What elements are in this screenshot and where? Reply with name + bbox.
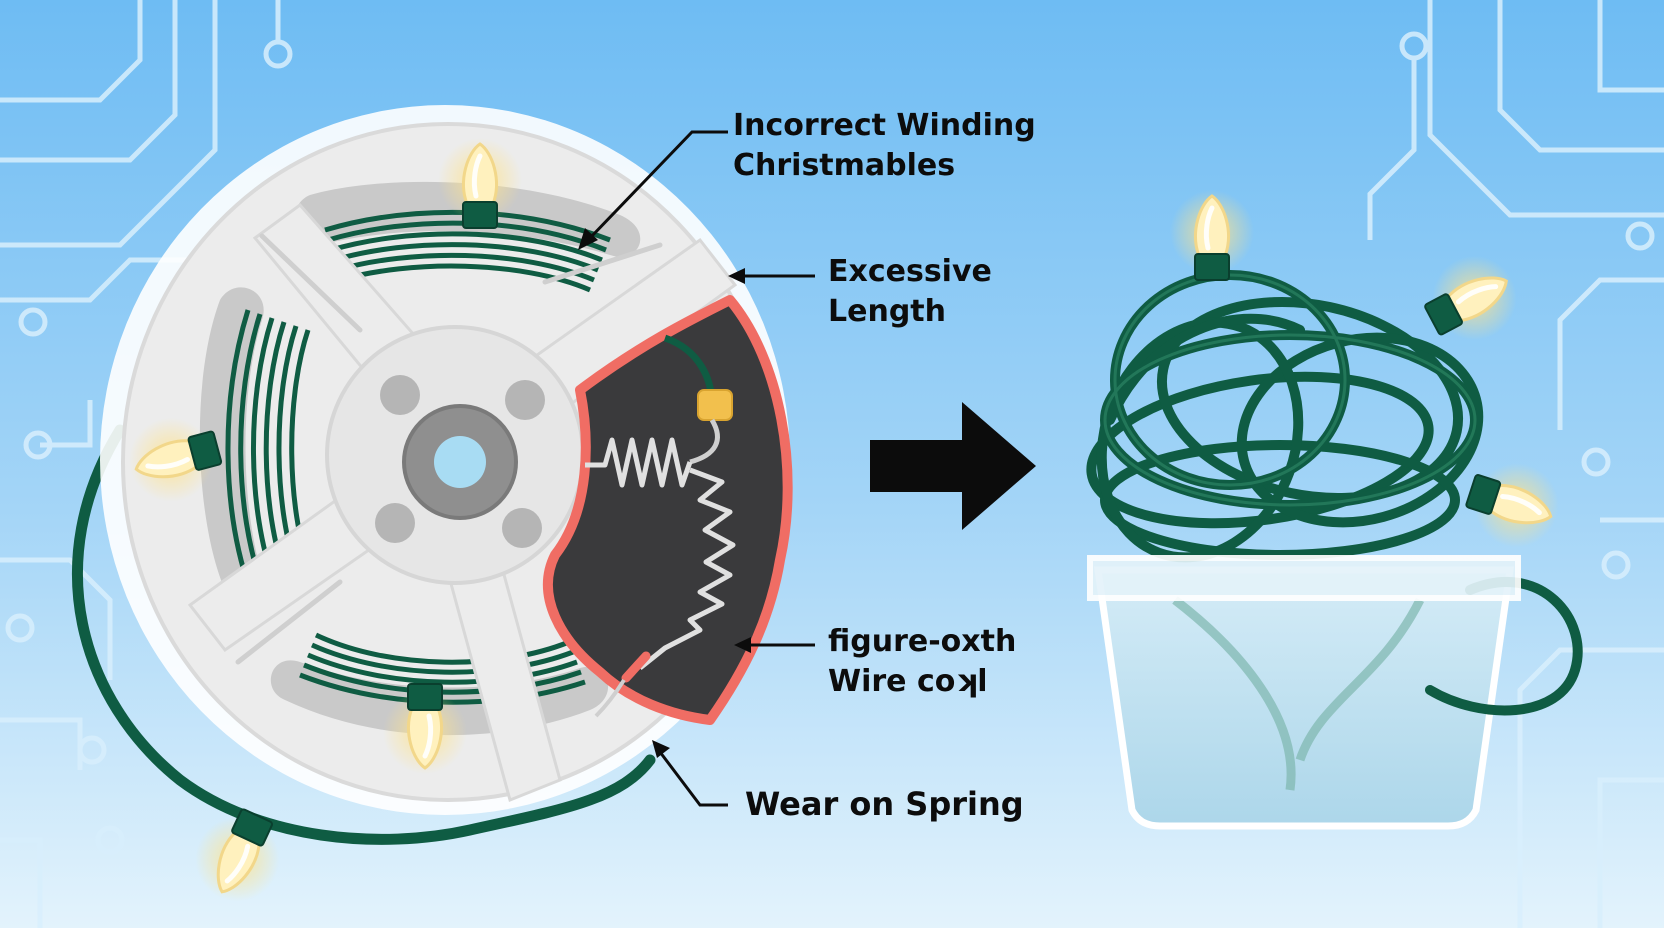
- callout-excessive-length-line1: Excessive: [828, 254, 992, 289]
- callout-figure-wire-coil-line1: figure-oxth: [828, 624, 1017, 659]
- callout-wear-on-spring-line1: Wear on Spring: [745, 785, 1024, 823]
- bucket-icon: [1093, 566, 1583, 830]
- right-arrow-icon: [870, 402, 1036, 530]
- callout-figure-wire-coil: figure-oxth Wire coʞl: [828, 622, 1016, 702]
- callout-excessive-length-line2: Length: [828, 294, 946, 329]
- spring-coil-icon: [542, 295, 793, 725]
- callout-figure-wire-coil-line2: Wire coʞl: [828, 664, 988, 699]
- callout-incorrect-winding: Incorrect Winding Christmables: [733, 106, 1036, 186]
- callout-excessive-length: Excessive Length: [828, 252, 992, 332]
- bucket-rim: [1087, 555, 1521, 601]
- callout-arrows: [578, 130, 815, 807]
- callout-wear-on-spring: Wear on Spring: [745, 784, 1024, 824]
- callout-incorrect-winding-line2: Christmables: [733, 148, 956, 183]
- callout-incorrect-winding-line1: Incorrect Winding: [733, 108, 1036, 143]
